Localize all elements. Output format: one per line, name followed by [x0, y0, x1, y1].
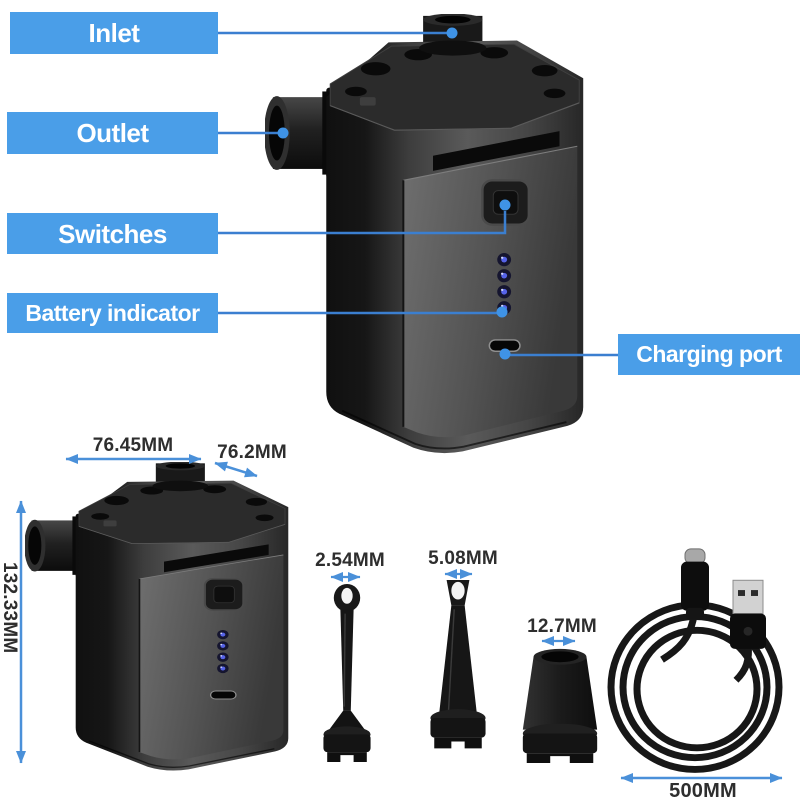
nozzle-large-illustration [522, 648, 598, 764]
dim-pump-width: 76.45MM [92, 435, 174, 456]
dim-nozzle-small: 2.54MM [315, 550, 385, 571]
pump-illustration-small [25, 462, 290, 772]
nozzle-medium-illustration [429, 579, 487, 750]
dim-pump-depth: 76.2MM [217, 442, 287, 463]
callout-inlet: Inlet [10, 12, 218, 54]
pump-illustration-large [265, 14, 585, 455]
callout-outlet: Outlet [7, 112, 218, 154]
dim-nozzle-medium: 5.08MM [428, 548, 498, 569]
dim-nozzle-large: 12.7MM [527, 616, 597, 637]
dim-pump-height: 132.33MM [0, 562, 20, 654]
callout-battery-indicator: Battery indicator [7, 293, 218, 333]
callout-charging-port: Charging port [618, 334, 800, 375]
usb-cable-illustration [598, 545, 798, 790]
callout-switches: Switches [7, 213, 218, 254]
nozzle-small-illustration [322, 583, 372, 763]
dim-cable-length: 500MM [669, 780, 737, 800]
